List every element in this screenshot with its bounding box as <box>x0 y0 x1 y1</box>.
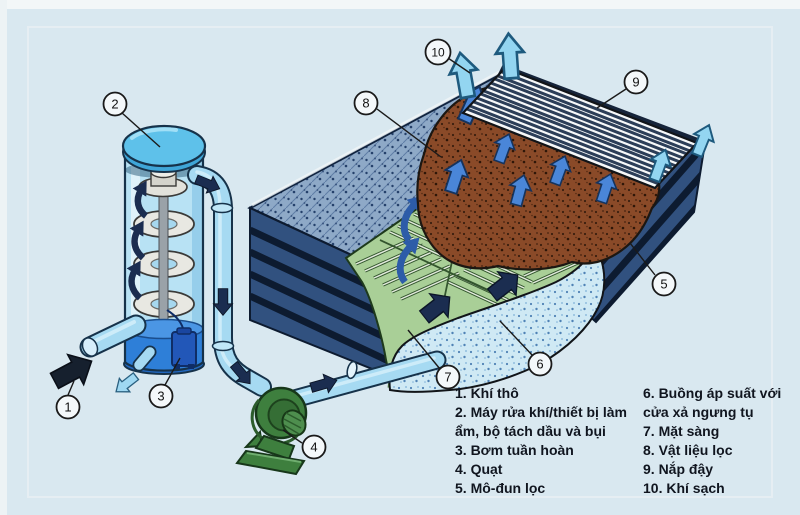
callout-6: 6 <box>499 320 553 377</box>
callout-5: 5 <box>629 242 677 297</box>
left-wall-ribs <box>250 226 412 376</box>
legend-item-1: 1. Khí thô <box>455 385 519 401</box>
fan-motor-hub <box>281 409 307 437</box>
callout-4-number: 4 <box>310 440 317 455</box>
pipe-joint <box>211 340 235 352</box>
tower-shade <box>192 155 202 363</box>
callout-9: 9 <box>596 69 649 109</box>
callout-2-number: 2 <box>111 97 118 112</box>
legend-item-10: 10. Khí sạch <box>643 480 725 496</box>
callout-5-number: 5 <box>660 277 667 292</box>
callout-6-number: 6 <box>536 357 543 372</box>
callout-8: 8 <box>353 90 442 158</box>
callouts: 1 2 3 4 5 6 7 <box>55 38 677 460</box>
legend-item-8: 8. Vật liệu lọc <box>643 442 733 458</box>
legend-item-6: 6. Buồng áp suất với cửa xả ngưng tụ <box>643 385 782 420</box>
callout-8-number: 8 <box>362 96 369 111</box>
callout-4: 4 <box>282 429 327 460</box>
pipe-joint <box>210 202 234 214</box>
legend-column-1: 1. Khí thô 2. Máy rửa khí/thiết bị làm ẩ… <box>455 384 649 498</box>
pump-body <box>171 331 197 367</box>
scan-frame <box>27 26 773 498</box>
fan-hub-ribs <box>283 412 302 435</box>
inlet-pipe <box>79 314 147 358</box>
callout-3-number: 3 <box>157 389 164 404</box>
callout-1-number: 1 <box>64 400 71 415</box>
callout-3: 3 <box>148 357 181 409</box>
legend-item-5: 5. Mô-đun lọc <box>455 480 546 496</box>
callout-7: 7 <box>407 329 461 390</box>
legend-column-2: 6. Buồng áp suất với cửa xả ngưng tụ 7. … <box>643 384 800 498</box>
callout-9-number: 9 <box>632 75 639 90</box>
callout-7-number: 7 <box>444 370 451 385</box>
tower-outline <box>123 150 205 372</box>
tower-downpipe <box>187 165 272 397</box>
legend-item-7: 7. Mặt sàng <box>643 423 720 439</box>
condensate-drain <box>110 345 157 400</box>
callout-1: 1 <box>55 380 81 420</box>
scan-margin-top <box>0 0 800 9</box>
inlet-pipe-mouth <box>81 337 99 357</box>
legend-item-2: 2. Máy rửa khí/thiết bị làm ẩm, bộ tách … <box>455 404 627 439</box>
fan-base-highlight <box>246 452 302 463</box>
tower-flow-arrows <box>126 180 149 301</box>
cover-lid <box>461 66 699 190</box>
legend-item-3: 3. Bơm tuần hoàn <box>455 442 574 458</box>
filter-module-box <box>247 31 720 409</box>
scrubber-tower <box>45 124 272 400</box>
fan-base <box>235 449 306 476</box>
tower-cap <box>121 124 207 173</box>
scan-margin-left <box>0 0 7 515</box>
callout-2: 2 <box>102 91 161 148</box>
legend-item-9: 9. Nắp đậy <box>643 461 714 477</box>
callout-10: 10 <box>424 38 471 74</box>
pipe-flange <box>346 360 358 380</box>
recirculation-pump <box>166 309 197 369</box>
fan-outlet-pipe <box>284 350 447 409</box>
callout-10-number: 10 <box>431 46 445 60</box>
lid-corrugation <box>466 70 695 186</box>
legend-item-4: 4. Quạt <box>455 461 503 477</box>
